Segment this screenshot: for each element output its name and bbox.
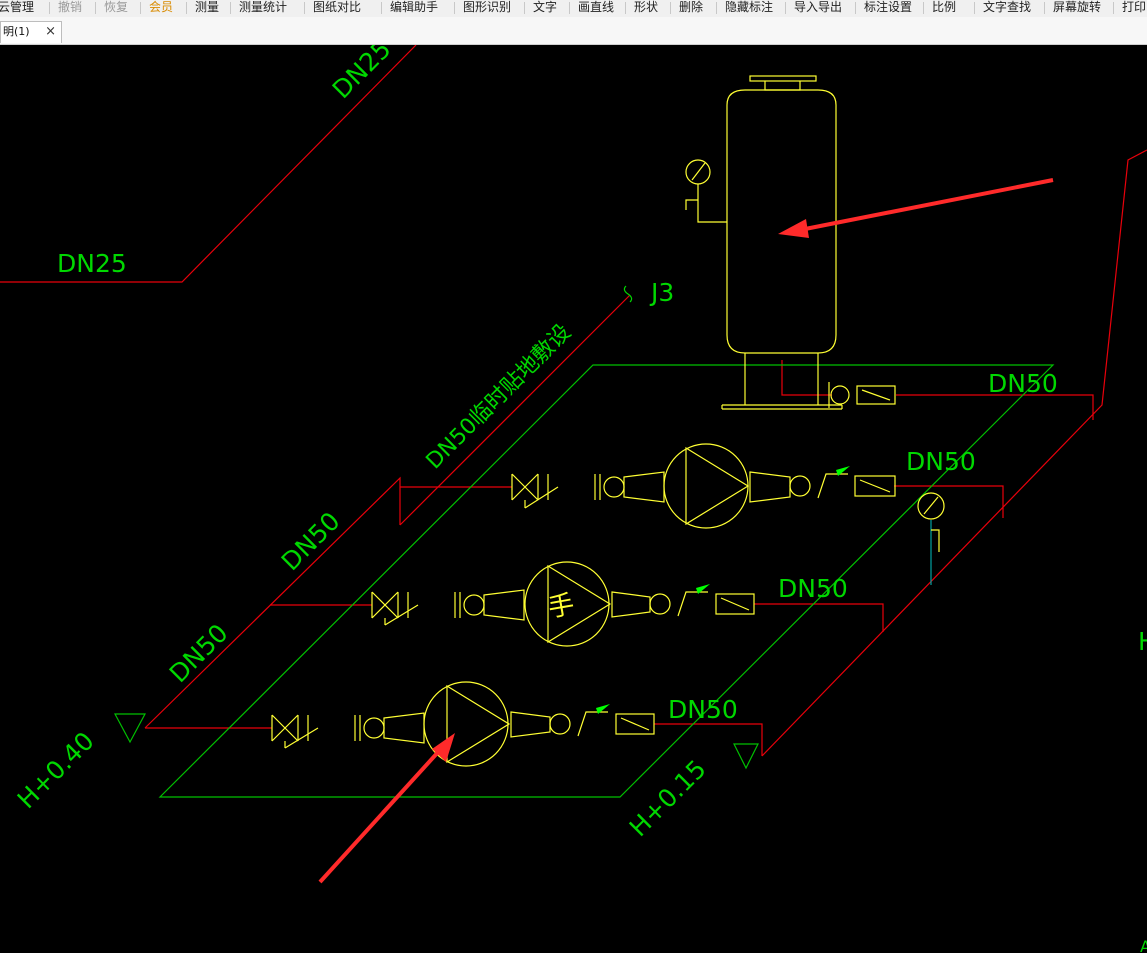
toolbar-button-8[interactable]: 图形识别 — [463, 0, 512, 14]
toolbar-button-9[interactable]: 文字 — [533, 0, 558, 14]
toolbar-button-2[interactable]: 恢复 — [104, 0, 129, 14]
drawing-tab[interactable]: 明(1) × — [0, 21, 62, 43]
toolbar-separator — [716, 2, 717, 14]
pump-base-outline — [158, 364, 1055, 798]
toolbar-separator — [569, 2, 570, 14]
close-icon[interactable]: × — [45, 24, 56, 39]
toolbar-button-18[interactable]: 屏幕旋转 — [1053, 0, 1102, 14]
toolbar-separator — [1113, 2, 1114, 14]
drawing-tab-label: 明(1) — [3, 25, 30, 38]
label-edge-fragment-right: H — [1138, 627, 1147, 656]
toolbar-button-7[interactable]: 编辑助手 — [390, 0, 439, 14]
label-j3: J3 — [649, 278, 674, 307]
toolbar-separator — [304, 2, 305, 14]
pipe-tank-outlet — [896, 394, 1094, 420]
tab-bar: 明(1) × — [0, 17, 1147, 45]
toolbar-separator — [974, 2, 975, 14]
toolbar-separator — [381, 2, 382, 14]
label-dn50-pump3: DN50 — [668, 695, 738, 724]
pipe-tank-connection — [781, 360, 832, 396]
toolbar-separator — [1044, 2, 1045, 14]
annotation-arrows — [318, 178, 1054, 884]
toolbar-separator — [49, 2, 50, 14]
toolbar-separator — [140, 2, 141, 14]
canvas-background — [0, 45, 1147, 953]
toolbar-separator — [855, 2, 856, 14]
toolbar-button-5[interactable]: 测量统计 — [239, 0, 288, 14]
elevation-markers — [113, 285, 759, 770]
toolbar-separator — [785, 2, 786, 14]
toolbar-button-0[interactable]: 云管理 — [0, 0, 35, 14]
toolbar-separator — [625, 2, 626, 14]
toolbar-button-1[interactable]: 撤销 — [58, 0, 83, 14]
toolbar-button-17[interactable]: 文字查找 — [983, 0, 1032, 14]
toolbar-separator — [524, 2, 525, 14]
pump-1-assembly[interactable] — [511, 443, 896, 529]
toolbar-separator — [454, 2, 455, 14]
toolbar-button-13[interactable]: 隐藏标注 — [725, 0, 774, 14]
pipe-supply-header — [144, 476, 401, 729]
toolbar-button-12[interactable]: 删除 — [679, 0, 704, 14]
equipment-group — [271, 75, 945, 767]
toolbar-button-19[interactable]: 打印 — [1122, 0, 1147, 14]
pipe-pump3-outlet — [654, 723, 763, 756]
toolbar-button-14[interactable]: 导入导出 — [794, 0, 843, 14]
toolbar-button-11[interactable]: 形状 — [634, 0, 659, 14]
toolbar-separator — [186, 2, 187, 14]
toolbar-button-10[interactable]: 画直线 — [578, 0, 615, 14]
toolbar-separator — [923, 2, 924, 14]
tank-pressure-gauge-icon — [685, 159, 727, 223]
toolbar-separator — [670, 2, 671, 14]
label-dn50-pump2: DN50 — [778, 574, 848, 603]
pipe-network — [0, 45, 1147, 757]
label-edge-fragment-bottom: A — [1140, 937, 1147, 953]
toolbar-button-3[interactable]: 会员 — [149, 0, 174, 14]
drawing-canvas[interactable]: DN25 DN25 J3 DN50临时贴地敷设 DN50 DN50 H+0.40… — [0, 45, 1147, 953]
base-frame — [158, 364, 1055, 798]
toolbar: 云管理 撤销 恢复 会员 测量 测量统计 图纸对比 编辑助手 图形识别 文字 画直线 形状 删除 隐藏标注… — [0, 0, 1147, 18]
toolbar-button-6[interactable]: 图纸对比 — [313, 0, 362, 14]
label-dn50-tank: DN50 — [988, 369, 1058, 398]
label-dn50-pump1: DN50 — [906, 447, 976, 476]
pump-3-assembly[interactable] — [271, 681, 655, 767]
pipe-main-discharge — [761, 149, 1147, 757]
pump-1-pressure-gauge-icon — [917, 492, 945, 552]
pipe-dn25 — [0, 45, 417, 283]
label-pump2-mark: 手 — [546, 590, 577, 624]
pump-2-assembly[interactable] — [371, 561, 755, 647]
pipe-pump2-outlet — [754, 603, 884, 632]
check-arrow-icons — [596, 466, 850, 714]
toolbar-button-15[interactable]: 标注设置 — [864, 0, 913, 14]
toolbar-button-16[interactable]: 比例 — [932, 0, 957, 14]
pressure-tank[interactable] — [721, 75, 843, 410]
tank-outlet-valve-icon — [828, 382, 896, 408]
toolbar-separator — [230, 2, 231, 14]
toolbar-button-4[interactable]: 测量 — [195, 0, 220, 14]
toolbar-separator — [95, 2, 96, 14]
label-dn25-left: DN25 — [57, 249, 127, 278]
